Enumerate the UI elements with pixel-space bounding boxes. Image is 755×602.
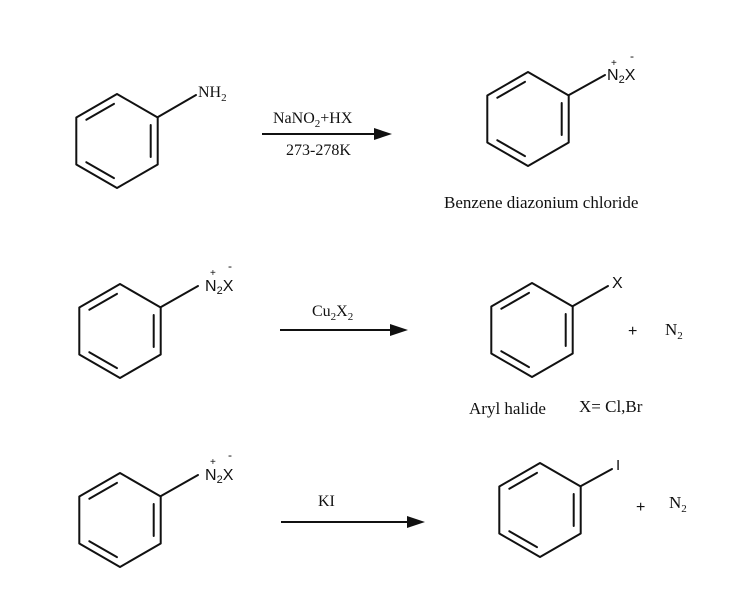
- substituent-bond: [572, 285, 609, 307]
- ring-outline: [78, 283, 162, 379]
- reaction-arrow-1: [262, 128, 392, 140]
- plus-sign: +: [628, 323, 637, 340]
- substituent-bond: [160, 285, 199, 308]
- benzene-ring: [490, 282, 574, 378]
- anion-charge: -: [228, 259, 232, 273]
- benzene-ring: [78, 283, 162, 379]
- ring-outline: [75, 93, 159, 189]
- diazonium-reactant-3: + - N2X: [78, 448, 234, 568]
- ring-outline: [486, 71, 570, 167]
- aryl-halide-molecule: X: [490, 275, 623, 378]
- temperature-label: 273-278K: [286, 142, 351, 159]
- halogen-note: X= Cl,Br: [579, 397, 643, 416]
- anion-charge: -: [630, 49, 634, 63]
- double-bond-line: [88, 481, 118, 500]
- benzene-diazonium-molecule: + - N2X: [486, 49, 636, 167]
- diazonium-reactant-2: + - N2X: [78, 259, 234, 379]
- diazonium-group-label: N2X: [205, 467, 234, 486]
- reagent-label-3: KI: [318, 493, 335, 510]
- aniline-molecule: NH2: [75, 84, 227, 189]
- benzene-ring: [498, 462, 582, 558]
- benzene-ring: [75, 93, 159, 189]
- plus-sign: +: [636, 499, 645, 516]
- amino-group-label: NH2: [198, 84, 227, 104]
- cation-charge: +: [210, 457, 216, 468]
- double-bond-line: [85, 102, 115, 121]
- product-name-1: Benzene diazonium chloride: [444, 193, 638, 212]
- halogen-label: X: [612, 275, 623, 292]
- anion-charge: -: [228, 448, 232, 462]
- nitrogen-byproduct: N2: [665, 320, 683, 342]
- double-bond-line: [500, 350, 530, 369]
- benzene-ring: [78, 472, 162, 568]
- reagent-label-1: NaNO2+HX: [273, 110, 353, 130]
- double-bond-line: [496, 80, 526, 99]
- ring-outline: [78, 472, 162, 568]
- double-bond-line: [88, 292, 118, 311]
- reaction-arrow-3: [281, 516, 425, 528]
- ring-outline: [490, 282, 574, 378]
- double-bond-line: [85, 161, 115, 180]
- reagent-label-2: Cu2X2: [312, 303, 353, 323]
- double-bond-line: [88, 351, 118, 370]
- iodobenzene-molecule: I: [498, 457, 620, 558]
- ring-outline: [498, 462, 582, 558]
- product-name-2: Aryl halide: [469, 399, 546, 418]
- double-bond-line: [500, 291, 530, 310]
- benzene-ring: [486, 71, 570, 167]
- double-bond-line: [508, 471, 538, 490]
- diazonium-group-label: N2X: [607, 67, 636, 86]
- diazonium-group-label: N2X: [205, 278, 234, 297]
- double-bond-line: [496, 139, 526, 158]
- double-bond-line: [88, 540, 118, 559]
- iodine-label: I: [616, 457, 620, 474]
- double-bond-line: [508, 530, 538, 549]
- cation-charge: +: [210, 268, 216, 279]
- reaction-arrow-2: [280, 324, 408, 336]
- nitrogen-byproduct: N2: [669, 493, 687, 515]
- substituent-bond: [568, 74, 606, 96]
- substituent-bond: [157, 94, 197, 118]
- substituent-bond: [580, 468, 613, 487]
- substituent-bond: [160, 474, 199, 497]
- cation-charge: +: [611, 58, 617, 69]
